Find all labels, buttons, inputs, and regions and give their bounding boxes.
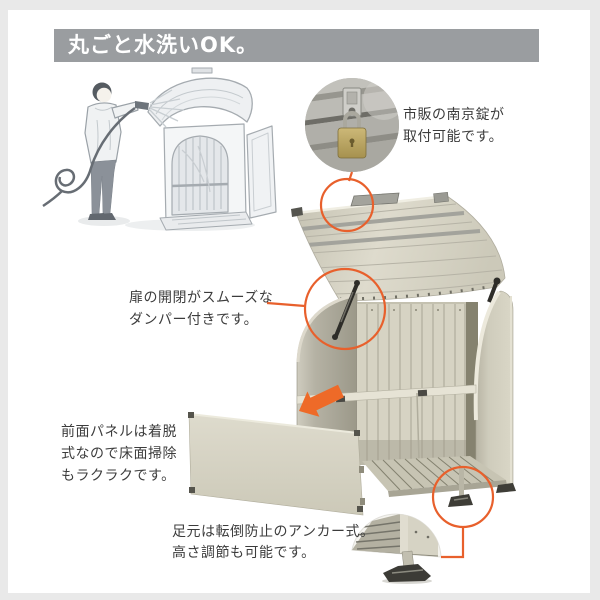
right-damper-rod bbox=[487, 280, 499, 303]
damper-rod bbox=[332, 280, 360, 340]
connector-damper bbox=[266, 301, 306, 308]
front-right-foot bbox=[448, 494, 473, 507]
highlight-circle-handle bbox=[319, 177, 375, 233]
feet bbox=[448, 467, 516, 507]
foot-detail-photo bbox=[351, 513, 442, 584]
section-title: 丸ごと水洗いOK。 bbox=[68, 33, 259, 57]
note-padlock: 市販の南京錠が 取付可能です。 bbox=[403, 107, 505, 145]
front-rail bbox=[296, 384, 477, 461]
highlight-circle-damper bbox=[303, 267, 387, 351]
lid bbox=[291, 191, 506, 302]
section-title-banner: 丸ごと水洗いOK。 bbox=[54, 29, 539, 62]
note-front-panel: 前面パネルは着脱 式なので床面掃除 もラクラクです。 bbox=[61, 424, 177, 484]
interior-back-wall bbox=[357, 302, 478, 468]
illustrated-person bbox=[42, 82, 185, 220]
padlock-icon bbox=[337, 111, 367, 159]
callout-annotations bbox=[266, 171, 495, 559]
connector-foot bbox=[441, 527, 465, 559]
floor-grid bbox=[362, 456, 507, 497]
garden-hose bbox=[54, 106, 136, 194]
note-damper: 扉の開閉がスムーズな ダンパー付きです。 bbox=[129, 290, 274, 328]
illustrated-cart bbox=[147, 67, 277, 231]
washing-illustration bbox=[42, 67, 277, 231]
hose-nozzle bbox=[135, 101, 149, 110]
lid-handle bbox=[350, 192, 400, 207]
lid-latch bbox=[433, 191, 449, 204]
padlock-detail-photo bbox=[305, 78, 399, 172]
water-spray bbox=[148, 89, 185, 128]
removal-arrow-icon bbox=[299, 384, 344, 417]
lid-corner-cap bbox=[291, 207, 303, 217]
anchor-foot bbox=[382, 564, 432, 584]
right-side-panel bbox=[473, 290, 514, 488]
back-right-foot bbox=[496, 483, 516, 493]
note-foot: 足元は転倒防止のアンカー式。 高さ調節も可能です。 bbox=[172, 524, 375, 561]
detached-front-panel bbox=[188, 412, 365, 516]
